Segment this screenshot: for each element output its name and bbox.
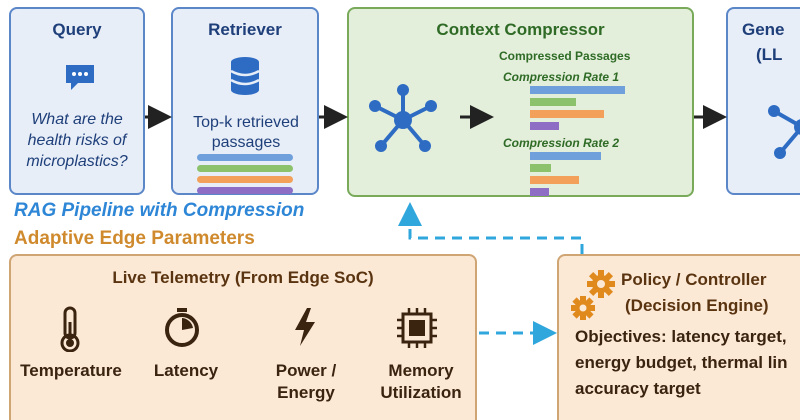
generator-box: Gene (LL [726,7,800,195]
telemetry-memory-label: Memory Utilization [380,361,462,402]
adaptive-label: Adaptive Edge Parameters [14,228,255,249]
compression-rate-2-label: Compression Rate 2 [503,136,620,150]
telemetry-power-label: Power / Energy [275,361,337,402]
policy-objectives: Objectives: latency target, energy budge… [575,327,788,398]
retriever-box: Retriever Top-k retrieved passages [171,7,319,195]
generator-subtitle: (LL [756,45,783,64]
policy-box: Policy / Controller (Decision Engine) Ob… [557,254,800,420]
telemetry-temperature-label: Temperature [20,361,122,380]
chip-icon [397,308,437,353]
lightning-bolt-icon [293,308,317,351]
compressor-box: Context Compressor Compressed Passages C… [347,7,694,197]
passage-stack [197,154,293,196]
compression-rate-1-bar [530,98,576,106]
compression-rate-1-bar [530,122,559,130]
compression-rate-1-bars [530,86,625,134]
compression-rate-2-bar [530,152,601,160]
policy-to-compressor-dashed-arrow [398,202,584,254]
compression-rate-1-bar [530,86,625,94]
passage-bar [197,187,293,194]
compression-rate-1-bar [530,110,604,118]
telemetry-title: Live Telemetry (From Edge SoC) [112,268,374,287]
network-icon [367,84,439,161]
feedback-arrows [398,202,584,345]
passage-bar [197,154,293,161]
compression-rate-2-bar [530,164,551,172]
query-title: Query [52,20,102,39]
generator-title: Gene [742,20,785,39]
retriever-text: Top-k retrieved passages [193,114,299,151]
policy-subtitle: (Decision Engine) [625,296,769,315]
query-box: Query What are the health risks of micro… [9,7,145,195]
policy-title: Policy / Controller [621,270,767,289]
compressed-passages-label: Compressed Passages [499,49,631,63]
retriever-title: Retriever [208,20,282,39]
telemetry-latency-label: Latency [153,361,219,380]
stopwatch-icon [163,308,201,353]
compression-rate-2-bars [530,152,625,200]
compression-rate-2-bar [530,176,579,184]
thermometer-icon [59,306,81,357]
gears-icon [569,266,619,329]
database-icon [229,55,261,100]
query-text: What are the health risks of microplasti… [26,111,128,170]
compressor-title: Context Compressor [436,20,605,39]
compression-rate-2-bar [530,188,549,196]
passage-bar [197,165,293,172]
network-icon [768,97,800,172]
passage-bar [197,176,293,183]
telemetry-box: Live Telemetry (From Edge SoC) Temper [9,254,477,420]
pipeline-label: RAG Pipeline with Compression [14,200,305,221]
chat-bubble-icon [64,61,96,98]
compression-rate-1-label: Compression Rate 1 [503,70,620,84]
